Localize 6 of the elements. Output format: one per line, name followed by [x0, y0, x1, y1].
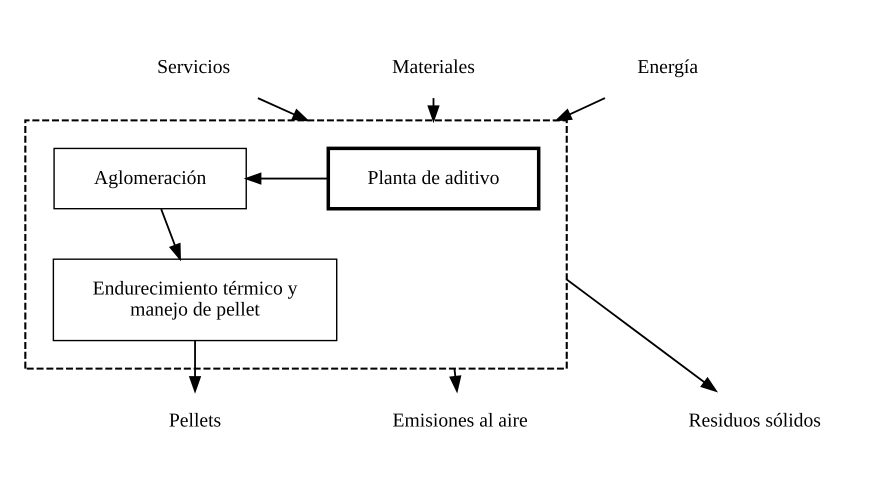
- node-text: Emisiones al aire: [392, 410, 528, 432]
- node-text: Pellets: [168, 410, 222, 432]
- node-text: Materiales: [392, 56, 475, 78]
- node-text: Energía: [637, 56, 698, 78]
- node-text: Residuos sólidos: [688, 410, 821, 432]
- node-text: Servicios: [157, 56, 230, 78]
